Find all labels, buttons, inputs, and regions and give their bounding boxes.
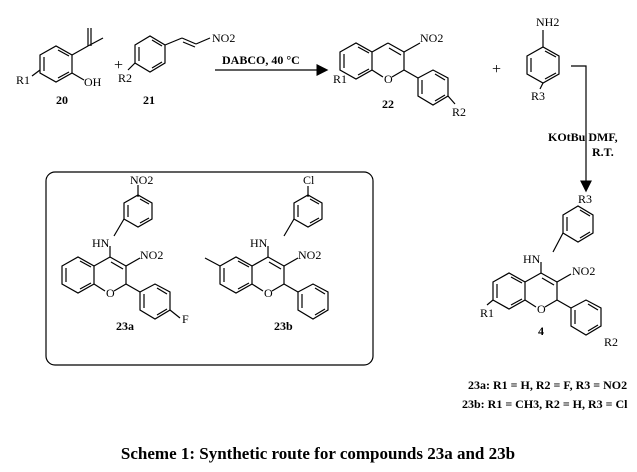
compound-22-r1: R1 — [333, 72, 347, 86]
reaction-arrow-2 — [571, 65, 592, 193]
compound-20-label: 20 — [56, 93, 68, 107]
compound-21-no2: NO2 — [212, 31, 235, 45]
compound-21-label: 21 — [143, 93, 155, 107]
compound-4-structure — [486, 205, 602, 336]
compound-23a-hn: HN — [92, 236, 110, 250]
amine-r3: R3 — [531, 89, 545, 103]
compound-20-structure — [31, 28, 104, 83]
compound-21-structure — [127, 35, 211, 73]
compound-4-label: 4 — [538, 324, 544, 338]
compound-23b-hn: HN — [250, 236, 268, 250]
compound-22-no2: NO2 — [420, 31, 443, 45]
compound-23b-no2: NO2 — [298, 248, 321, 262]
compound-23b-structure — [204, 186, 329, 320]
compound-4-ring-oxygen: O — [537, 302, 546, 316]
compound-23a-fluorine: F — [182, 312, 189, 326]
compound-23b-chlorine: Cl — [303, 173, 315, 187]
compound-23a-label: 23a — [116, 319, 134, 333]
examples-box — [45, 171, 374, 366]
step1-conditions: DABCO, 40 °C — [222, 53, 300, 67]
compound-4-r3: R3 — [578, 192, 592, 206]
amine-nh2: NH2 — [536, 15, 559, 29]
compound-22-structure — [339, 42, 456, 106]
compound-23b-label: 23b — [274, 319, 293, 333]
compound-22-label: 22 — [382, 97, 394, 111]
plus-sign-1: + — [114, 57, 123, 74]
compound-23a-top-no2: NO2 — [130, 173, 153, 187]
amine-structure — [526, 30, 560, 90]
compound-4-r2: R2 — [604, 335, 618, 349]
compound-20-r1: R1 — [16, 73, 30, 87]
compound-20-oh: OH — [84, 75, 102, 89]
legend-23a: 23a: R1 = H, R2 = F, R3 = NO2 — [468, 378, 627, 392]
scheme-caption: Scheme 1: Synthetic route for compounds … — [121, 444, 515, 463]
plus-sign-2: + — [492, 61, 501, 78]
compound-4-r1: R1 — [480, 306, 494, 320]
compound-22-ring-oxygen: O — [384, 72, 393, 86]
compound-23a-no2: NO2 — [140, 248, 163, 262]
compound-22-r2: R2 — [452, 105, 466, 119]
compound-4-hn: HN — [523, 252, 541, 266]
compound-23a-ring-oxygen: O — [106, 286, 115, 300]
compound-23a-structure — [61, 185, 181, 320]
compound-23b-ring-oxygen: O — [264, 286, 273, 300]
compound-4-no2: NO2 — [572, 264, 595, 278]
legend-23b: 23b: R1 = CH3, R2 = H, R3 = Cl — [462, 397, 628, 411]
step2-conditions-line1: KOtBu DMF, — [548, 130, 618, 144]
compound-21-r2: R2 — [118, 71, 132, 85]
step2-conditions-line2: R.T. — [592, 145, 614, 159]
